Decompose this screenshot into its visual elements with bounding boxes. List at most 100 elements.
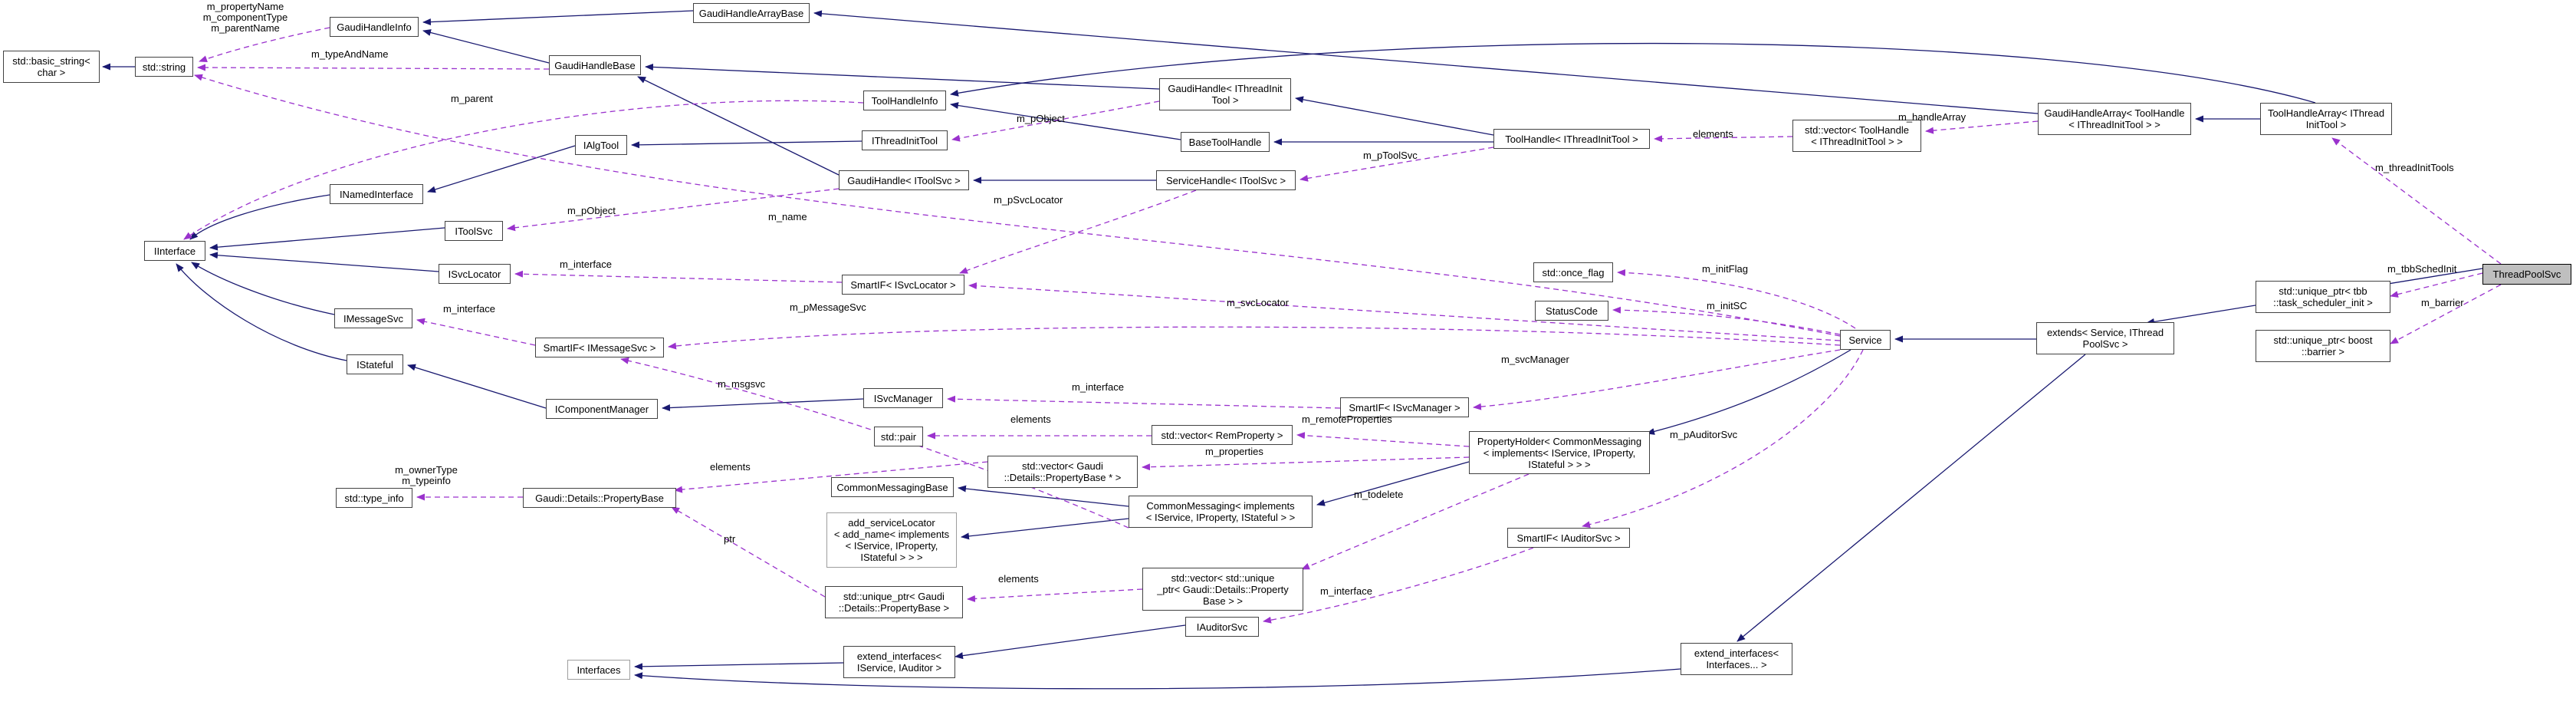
node-extend-interfaces-variadic[interactable]: extend_interfaces< Interfaces... > <box>1681 643 1792 675</box>
node-std-string[interactable]: std::string <box>135 57 193 77</box>
node-std-once-flag[interactable]: std::once_flag <box>1533 262 1613 282</box>
inherit-arraybase-handleinfo <box>422 10 694 26</box>
node-i-alg-tool[interactable]: IAlgTool <box>575 135 627 155</box>
inherit-istateful-iinterface <box>176 263 347 361</box>
node-status-code[interactable]: StatusCode <box>1535 301 1608 321</box>
node-i-stateful[interactable]: IStateful <box>347 354 403 374</box>
use-service-statuscode <box>1612 306 1841 335</box>
node-base-tool-handle[interactable]: BaseToolHandle <box>1181 132 1270 152</box>
node-gaudi-handle-array-toolhandle[interactable]: GaudiHandleArray< ToolHandle < IThreadIn… <box>2038 103 2191 135</box>
edge-label-m-barrier: m_barrier <box>2421 297 2464 308</box>
use-threadpoolsvc-toolhandlearray <box>2331 137 2502 265</box>
node-smartif-isvclocator[interactable]: SmartIF< ISvcLocator > <box>842 275 964 295</box>
edge-label-m-interface-messagesvc: m_interface <box>443 303 495 315</box>
edge-label-m-todelete: m_todelete <box>1354 489 1404 500</box>
node-smartif-imessagesvc[interactable]: SmartIF< IMessageSvc > <box>535 338 664 357</box>
node-i-message-svc[interactable]: IMessageSvc <box>334 308 412 328</box>
edge-label-m-pauditorsvc: m_pAuditorSvc <box>1670 429 1738 440</box>
edge-label-m-parent: m_parent <box>451 93 493 104</box>
node-gaudi-handle-info[interactable]: GaudiHandleInfo <box>330 17 419 37</box>
use-service-smartifsvcmanager <box>1473 349 1841 410</box>
edge-label-ptr: ptr <box>724 533 736 545</box>
edge-label-m-psvclocator: m_pSvcLocator <box>994 194 1063 206</box>
inherit-extendifsa-interfaces <box>634 662 844 670</box>
node-gaudi-handle-ithreadinittool[interactable]: GaudiHandle< IThreadInit Tool > <box>1159 78 1291 110</box>
edge-label-m-handlearray: m_handleArray <box>1898 111 1967 123</box>
node-unique-ptr-tbb[interactable]: std::unique_ptr< tbb ::task_scheduler_in… <box>2256 281 2390 313</box>
edge-label-m-initflag: m_initFlag <box>1702 263 1748 275</box>
use-smartifsvclocator-isvclocator <box>514 270 843 283</box>
use-servicehandle-smartifsvclocator <box>959 189 1197 274</box>
node-gaudi-handle-itoolsvc[interactable]: GaudiHandle< IToolSvc > <box>839 170 969 190</box>
node-smartif-iauditorsvc[interactable]: SmartIF< IAuditorSvc > <box>1507 528 1630 548</box>
node-service-handle-itoolsvc[interactable]: ServiceHandle< IToolSvc > <box>1156 170 1296 190</box>
node-std-basic-string[interactable]: std::basic_string< char > <box>3 51 100 83</box>
node-unique-ptr-boost[interactable]: std::unique_ptr< boost ::barrier > <box>2256 330 2390 362</box>
edge-label-elements-propertybase: elements <box>710 461 751 473</box>
edge-label-m-pobject-threadinit: m_pObject <box>1017 113 1065 124</box>
node-gaudi-property-base[interactable]: Gaudi::Details::PropertyBase <box>523 488 676 508</box>
inherit-ghitoolsvc-handlebase <box>637 76 840 176</box>
inherit-isvcmanager-icomponentmanager <box>662 398 864 412</box>
node-i-svc-locator[interactable]: ISvcLocator <box>439 264 511 284</box>
node-service[interactable]: Service <box>1840 330 1891 350</box>
use-threadpoolsvc-uptrtbb <box>2390 272 2483 298</box>
use-handlebase-string <box>197 64 550 71</box>
node-i-auditor-svc[interactable]: IAuditorSvc <box>1185 617 1259 637</box>
node-extend-interfaces-iservice-iauditor[interactable]: extend_interfaces< IService, IAuditor > <box>843 646 955 678</box>
edge-label-m-svclocator: m_svcLocator <box>1227 297 1289 308</box>
node-gaudi-handle-array-base[interactable]: GaudiHandleArrayBase <box>693 3 810 23</box>
inherit-itoolsvc-iinterface <box>209 227 445 251</box>
edge-label-m-initsc: m_initSC <box>1707 300 1747 311</box>
node-gaudi-handle-base[interactable]: GaudiHandleBase <box>549 55 641 75</box>
use-vectoruniqueptr-uniqueptr <box>967 588 1143 602</box>
edge-label-m-threadinittools: m_threadInitTools <box>2375 162 2454 173</box>
node-i-svc-manager[interactable]: ISvcManager <box>863 388 943 408</box>
inherit-imessagesvc-iinterface <box>191 262 335 315</box>
edge-label-m-svcmanager: m_svcManager <box>1501 354 1569 365</box>
inherit-icomponentmanager-istateful <box>407 364 547 409</box>
node-i-tool-svc[interactable]: IToolSvc <box>445 221 503 241</box>
node-vector-tool-handle[interactable]: std::vector< ToolHandle < IThreadInitToo… <box>1792 120 1921 152</box>
use-smartifmessagesvc-imessagesvc <box>416 318 536 346</box>
node-std-pair[interactable]: std::pair <box>874 427 923 446</box>
node-vector-remproperty[interactable]: std::vector< RemProperty > <box>1152 425 1293 445</box>
inherit-commonmessaging-addservicelocator <box>961 518 1129 540</box>
edge-label-m-properties: m_properties <box>1205 446 1263 457</box>
node-vector-propertybase-ptr[interactable]: std::vector< Gaudi ::Details::PropertyBa… <box>987 456 1138 488</box>
edge-label-string-members: m_propertyName m_componentType m_parentN… <box>202 1 288 34</box>
node-smartif-isvcmanager[interactable]: SmartIF< ISvcManager > <box>1340 397 1469 417</box>
edge-label-m-name: m_name <box>768 211 807 222</box>
edge-label-elements-pair: elements <box>1010 413 1051 425</box>
inherit-propertyholder-commonmessaging <box>1316 461 1470 506</box>
node-i-component-manager[interactable]: IComponentManager <box>546 399 658 419</box>
edge-label-m-interface-auditorsvc: m_interface <box>1320 585 1372 597</box>
edge-label-m-msgsvc: m_msgsvc <box>718 378 766 390</box>
node-unique-ptr-propertybase[interactable]: std::unique_ptr< Gaudi ::Details::Proper… <box>825 586 963 618</box>
node-thread-pool-svc: ThreadPoolSvc <box>2482 264 2571 285</box>
edge-label-m-remoteproperties: m_remoteProperties <box>1302 413 1392 425</box>
use-toolhandle-servicehandle <box>1300 147 1494 182</box>
edge-label-m-interface-svclocator: m_interface <box>560 259 612 270</box>
node-add-servicelocator: add_serviceLocator < add_name< implement… <box>826 512 957 568</box>
node-vector-unique-ptr-propertybase[interactable]: std::vector< std::unique _ptr< Gaudi::De… <box>1142 568 1303 611</box>
node-extends-service[interactable]: extends< Service, IThread PoolSvc > <box>2036 322 2174 354</box>
use-propertyholder-vectorpropertybase <box>1142 456 1470 471</box>
edge-label-m-interface-svcmanager: m_interface <box>1072 381 1124 393</box>
use-service-smartifmessagesvc <box>668 326 1841 350</box>
inherit-gharray-arraybase <box>813 10 2039 114</box>
node-i-named-interface[interactable]: INamedInterface <box>330 184 423 204</box>
node-common-messaging[interactable]: CommonMessaging< implements < IService, … <box>1129 496 1313 528</box>
node-property-holder[interactable]: PropertyHolder< CommonMessaging < implem… <box>1469 431 1650 474</box>
node-std-type-info[interactable]: std::type_info <box>336 488 412 508</box>
node-i-interface[interactable]: IInterface <box>144 241 205 261</box>
node-tool-handle-info[interactable]: ToolHandleInfo <box>863 91 946 110</box>
use-ghitit-ithreadinittool <box>951 100 1160 142</box>
node-i-thread-init-tool[interactable]: IThreadInitTool <box>862 130 948 150</box>
edge-label-m-tbbschedinit: m_tbbSchedInit <box>2387 263 2457 275</box>
inherit-ghitit-handlebase <box>645 63 1160 90</box>
node-common-messaging-base[interactable]: CommonMessagingBase <box>831 477 954 497</box>
node-tool-handle-array-ithreadinittool[interactable]: ToolHandleArray< IThread InitTool > <box>2260 103 2392 135</box>
node-tool-handle-ithreadinittool[interactable]: ToolHandle< IThreadInitTool > <box>1493 129 1650 149</box>
